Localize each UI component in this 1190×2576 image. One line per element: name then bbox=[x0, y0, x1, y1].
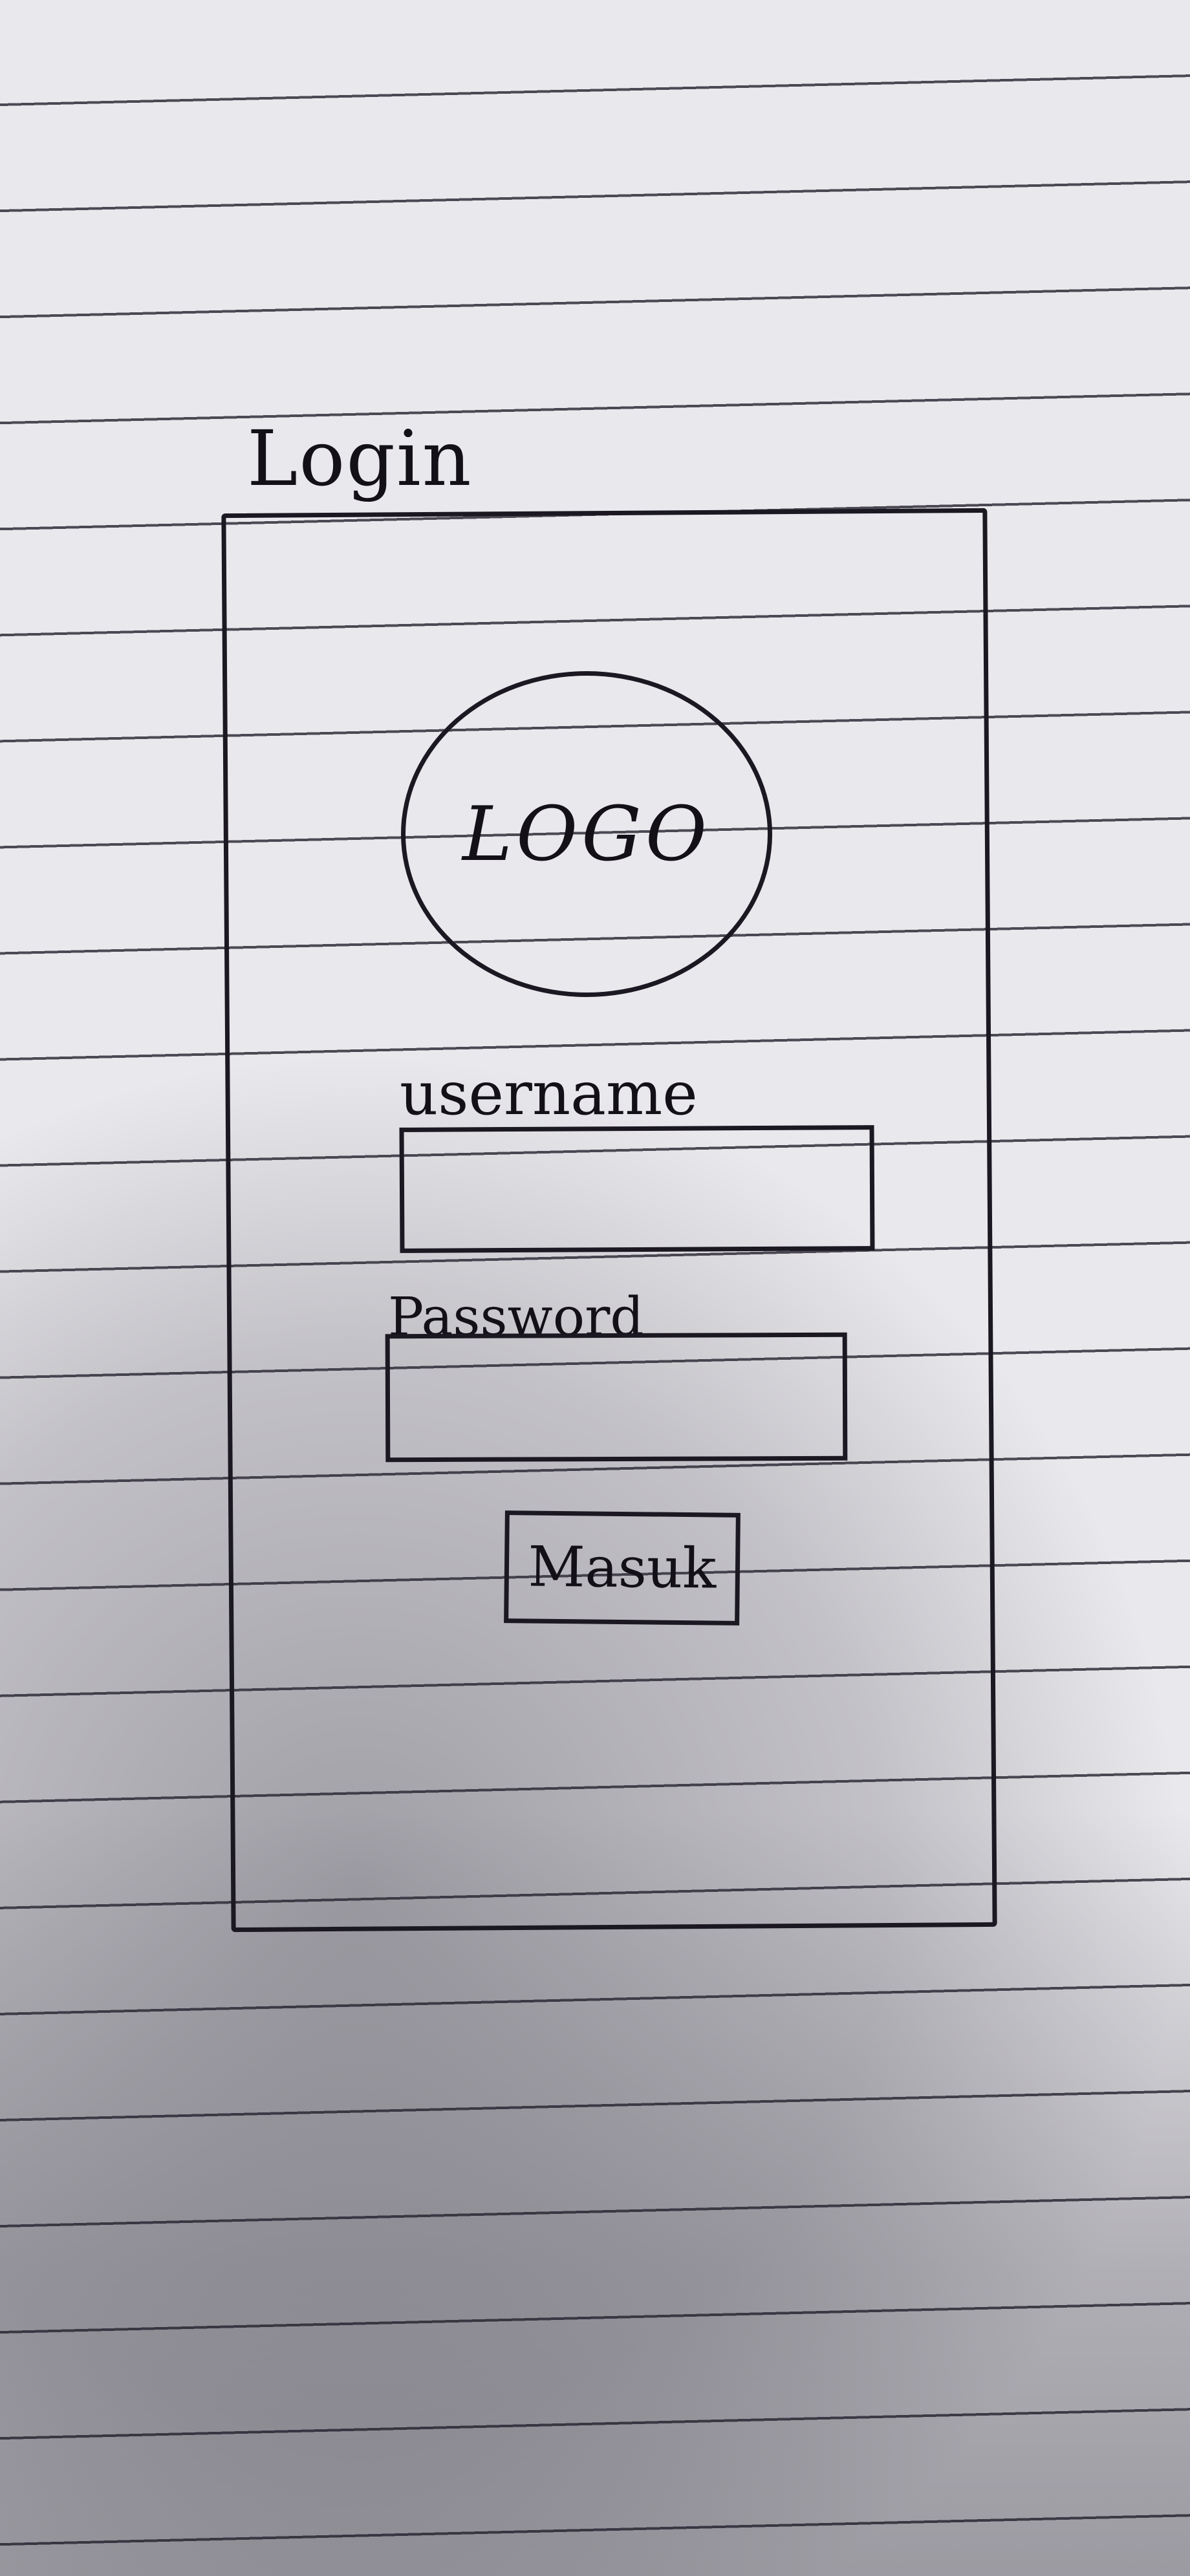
login-button[interactable]: Masuk bbox=[504, 1510, 741, 1626]
username-label: username bbox=[400, 1059, 698, 1128]
password-input[interactable] bbox=[385, 1332, 848, 1463]
password-label: Password bbox=[388, 1287, 644, 1348]
page-title: Login bbox=[247, 414, 473, 503]
logo-circle: LOGO bbox=[401, 671, 772, 997]
logo-text: LOGO bbox=[462, 790, 711, 878]
username-input[interactable] bbox=[399, 1125, 875, 1253]
